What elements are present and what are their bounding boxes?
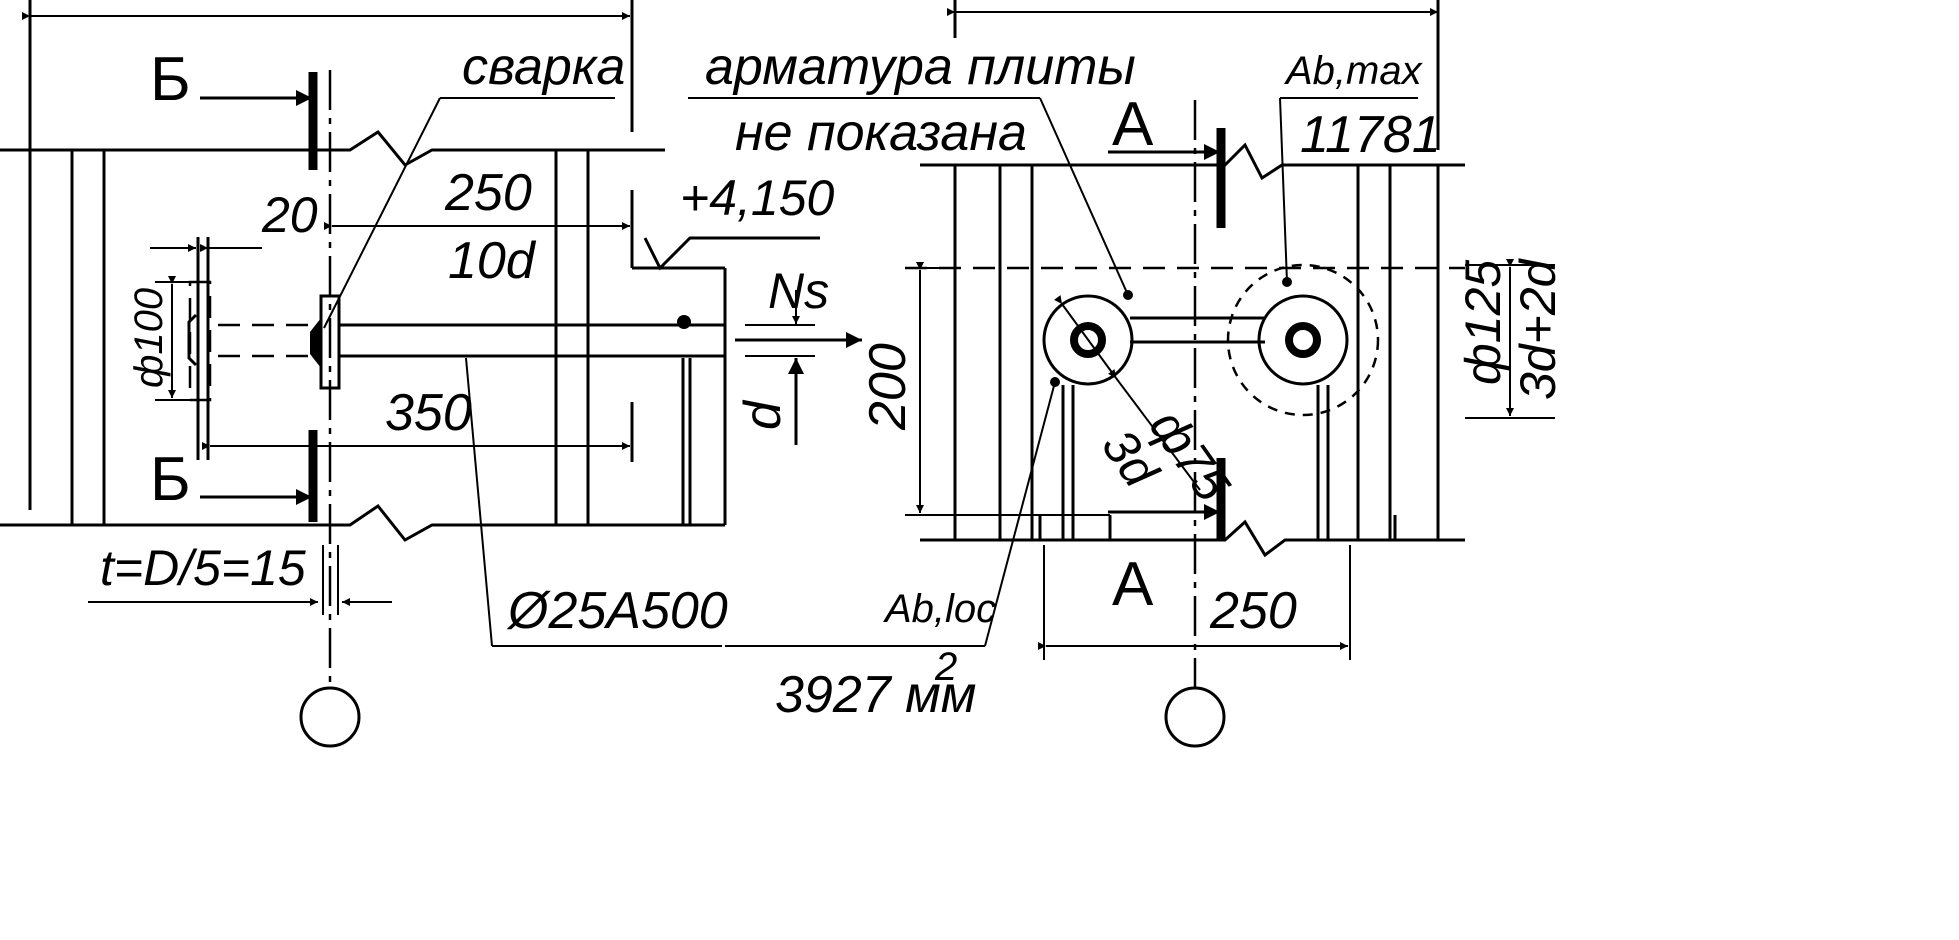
section-b-top-label: Б: [150, 45, 191, 114]
slab-top-edge: [0, 130, 665, 167]
dim-250-left: 250: [444, 164, 532, 222]
dim-250-right: 250: [1209, 582, 1297, 640]
dim-t: t=D/5=15: [100, 540, 306, 596]
axis-bubble-left: [299, 686, 361, 748]
ab-max-rod: [1285, 322, 1321, 358]
ab-max-circle: [1257, 294, 1349, 386]
ab-max-value: 11781: [1300, 106, 1441, 164]
ab-max-label: Ab,max: [1284, 49, 1424, 93]
d-label: d: [734, 399, 792, 430]
dim-10d: 10d: [448, 232, 537, 290]
dim-20: 20: [261, 187, 318, 243]
bond-dot: [677, 315, 691, 329]
axis-bubble-right: [1164, 686, 1226, 748]
elevation-label: +4,150: [680, 170, 835, 226]
left-view: Б Б ф100 20 250 10d 350: [0, 0, 862, 748]
dim-350: 350: [385, 384, 472, 442]
armatura-dot: [1123, 290, 1133, 300]
dim-200: 200: [859, 343, 917, 431]
right-view: 200 А А ф75 3d арматура плиты не показан…: [688, 0, 1566, 748]
dim-d100: ф100: [127, 288, 171, 388]
svarka-label: сварка: [462, 38, 625, 96]
ab-loc-dot: [1050, 377, 1060, 387]
dim-d125: ф125: [1455, 260, 1511, 385]
ab-loc-leader: [984, 381, 1056, 647]
section-a-top-label: А: [1112, 90, 1154, 159]
section-a-bottom-label: А: [1112, 550, 1154, 619]
armatura-leader: [1039, 97, 1129, 296]
ab-loc-label: Ab,loc: [883, 587, 996, 631]
ab-max-dot: [1282, 277, 1292, 287]
svarka-leader: [323, 97, 441, 329]
rebar-label: Ø25A500: [506, 582, 728, 640]
weld-mark: [310, 318, 321, 368]
ne-pokazana-label: не показана: [735, 104, 1027, 162]
right-slab-top: [920, 142, 1465, 181]
slab-bottom-edge: [0, 503, 725, 542]
d75-leader: [1115, 377, 1201, 491]
section-b-bottom-label: Б: [150, 445, 191, 514]
dim-3d2d: 3d+2d: [1510, 257, 1566, 400]
elevation-marker: [643, 236, 820, 271]
ns-label: Ns: [768, 263, 829, 319]
armatura-label: арматура плиты: [705, 38, 1136, 96]
area-value: 3927 мм: [775, 666, 976, 724]
right-slab-bottom: [920, 519, 1465, 558]
hidden-washer: [187, 313, 198, 367]
ab-max-dashed-circle: [1226, 263, 1380, 417]
ab-max-leader: [1279, 97, 1288, 283]
rebar-leader: [465, 357, 493, 647]
area-superscript: 2: [934, 645, 957, 689]
d75-dim-line: [1054, 295, 1117, 379]
